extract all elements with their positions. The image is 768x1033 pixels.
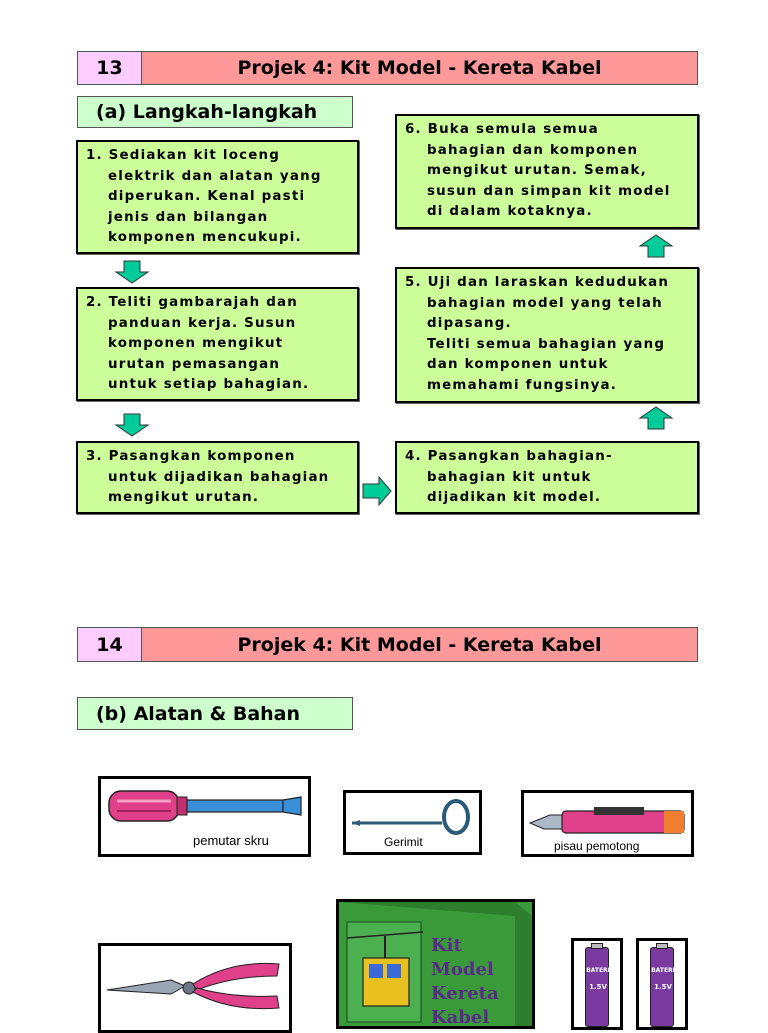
step-text-line: di dalam kotaknya. [427, 204, 593, 219]
step-text-line: dijadikan kit model. [427, 490, 602, 505]
gimlet-picture: Gerimit [343, 790, 482, 855]
step-text-line: Teliti semua bahagian yang [427, 336, 666, 352]
tool-label: pisau pemotong [554, 839, 640, 853]
step-2-box: 2. Teliti gambarajah dan panduan kerja. … [76, 287, 359, 401]
arrow-right-icon [362, 476, 392, 506]
arrow-down-icon [114, 260, 150, 284]
step-1-box: 1. Sediakan kit loceng elektrik dan alat… [76, 140, 359, 254]
step-text-line: urutan pemasangan [108, 356, 281, 372]
step-5-box: 5. Uji dan laraskan kedudukan bahagian m… [395, 267, 699, 403]
pliers-picture [98, 943, 292, 1033]
battery-label: BATERI [586, 967, 610, 974]
step-text-line: dipasang. [427, 316, 512, 331]
screwdriver-icon [108, 790, 302, 822]
battery-icon [656, 943, 668, 949]
kit-box-text-line: Kabel [431, 1007, 490, 1028]
tool-label: pemutar skru [193, 833, 269, 848]
step-text-line: dan komponen untuk [427, 357, 609, 372]
tool-label: Gerimit [384, 835, 423, 849]
battery-voltage: 1.5V [654, 983, 672, 991]
pliers-icon [106, 962, 280, 1010]
step-6-box: 6. Buka semula semua bahagian dan kompon… [395, 114, 699, 229]
kit-box-icon [339, 902, 532, 1026]
arrow-down-icon [114, 413, 150, 437]
kit-box-text-line: Kereta [431, 983, 499, 1004]
kit-box-text-line: Kit [431, 935, 462, 956]
battery-picture: BATERI 1.5V [571, 938, 623, 1030]
arrow-up-icon [638, 234, 674, 258]
page-title: Projek 4: Kit Model - Kereta Kabel [142, 627, 698, 662]
kit-box-text-line: Model [431, 959, 494, 980]
step-text-line: jenis dan bilangan [108, 209, 269, 225]
gimlet-icon [352, 799, 470, 835]
step-text-line: memahami fungsinya. [427, 377, 618, 393]
step-text-line: 3. Pasangkan komponen [86, 449, 296, 464]
kit-box-picture: Kit Model Kereta Kabel [336, 899, 535, 1029]
step-text-line: 5. Uji dan laraskan kedudukan [405, 275, 670, 290]
kit-box-title: Kit Model Kereta Kabel [431, 934, 499, 1030]
battery-label: BATERI [651, 967, 675, 974]
step-text-line: panduan kerja. Susun [108, 315, 297, 331]
step-text-line: mengikut urutan. [108, 490, 260, 505]
section-heading: (b) Alatan & Bahan [77, 697, 353, 730]
step-text-line: mengikut urutan. Semak, [427, 163, 647, 178]
step-text-line: bahagian model yang telah [427, 295, 663, 311]
page-number: 14 [77, 627, 142, 662]
step-3-box: 3. Pasangkan komponen untuk dijadikan ba… [76, 441, 359, 514]
step-4-box: 4. Pasangkan bahagian- bahagian kit untu… [395, 441, 699, 514]
step-text-line: diperukan. Kenal pasti [108, 189, 306, 204]
step-text-line: bahagian kit untuk [427, 469, 592, 485]
section-heading: (a) Langkah-langkah [77, 96, 353, 128]
battery-voltage: 1.5V [589, 983, 607, 991]
step-text-line: susun dan simpan kit model [427, 183, 671, 199]
step-text-line: 2. Teliti gambarajah dan [86, 295, 298, 310]
step-text-line: komponen mencukupi. [108, 230, 302, 245]
battery-icon [591, 943, 603, 949]
screwdriver-picture: pemutar skru [98, 776, 311, 857]
cutter-icon [528, 807, 685, 834]
cutter-picture: pisau pemotong [521, 790, 694, 857]
step-text-line: komponen mengikut [108, 336, 284, 351]
step-text-line: untuk setiap bahagian. [108, 377, 310, 392]
step-text-line: elektrik dan alatan yang [108, 168, 322, 184]
page-title: Projek 4: Kit Model - Kereta Kabel [142, 51, 698, 85]
step-text-line: untuk dijadikan bahagian [108, 469, 330, 485]
step-text-line: 1. Sediakan kit loceng [86, 148, 281, 163]
step-text-line: 6. Buka semula semua [405, 122, 599, 137]
step-text-line: 4. Pasangkan bahagian- [405, 449, 613, 464]
arrow-up-icon [638, 406, 674, 430]
battery-picture: BATERI 1.5V [636, 938, 688, 1030]
step-text-line: bahagian dan komponen [427, 142, 639, 158]
page-number: 13 [77, 51, 142, 85]
